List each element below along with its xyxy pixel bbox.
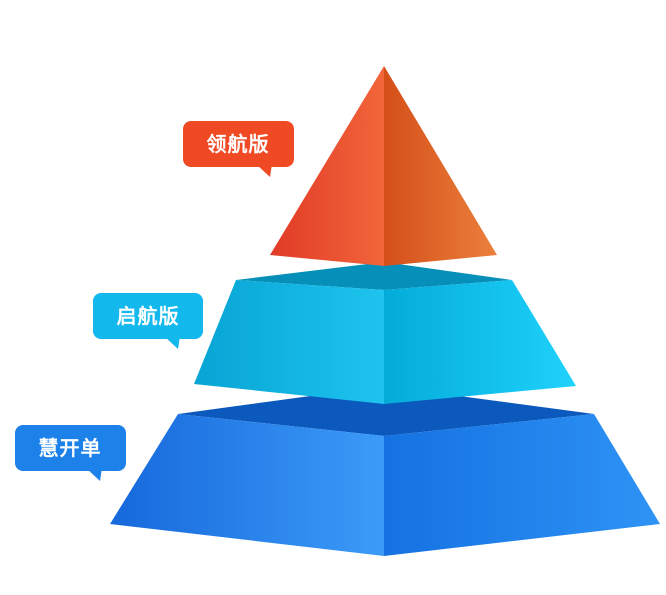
callout-top-bubble	[183, 121, 294, 167]
callout-middle-label: 启航版	[117, 304, 180, 328]
callout-bottom-bubble	[15, 425, 126, 471]
callout-middle-bubble	[93, 293, 203, 339]
tier-bottom-top-face	[178, 386, 594, 436]
callout-top-tail	[256, 164, 272, 177]
tier-top	[270, 66, 497, 266]
tier-middle-top-face	[236, 262, 512, 290]
tier-middle-left-face	[194, 280, 384, 404]
tier-middle-right-face	[384, 280, 576, 404]
callout-bottom: 慧开单	[15, 425, 126, 481]
callout-top-label: 领航版	[207, 132, 270, 156]
tier-top-left-face	[270, 66, 384, 266]
callout-bottom-label: 慧开单	[39, 436, 102, 460]
tier-top-right-face	[384, 66, 497, 266]
tier-bottom-left-face	[110, 414, 384, 556]
callout-top: 领航版	[183, 121, 294, 177]
tier-bottom	[110, 386, 660, 556]
tier-bottom-right-face	[384, 414, 660, 556]
callout-middle: 启航版	[93, 293, 203, 349]
tier-middle	[194, 262, 576, 404]
callout-bottom-tail	[86, 468, 102, 481]
callout-middle-tail	[164, 336, 180, 349]
